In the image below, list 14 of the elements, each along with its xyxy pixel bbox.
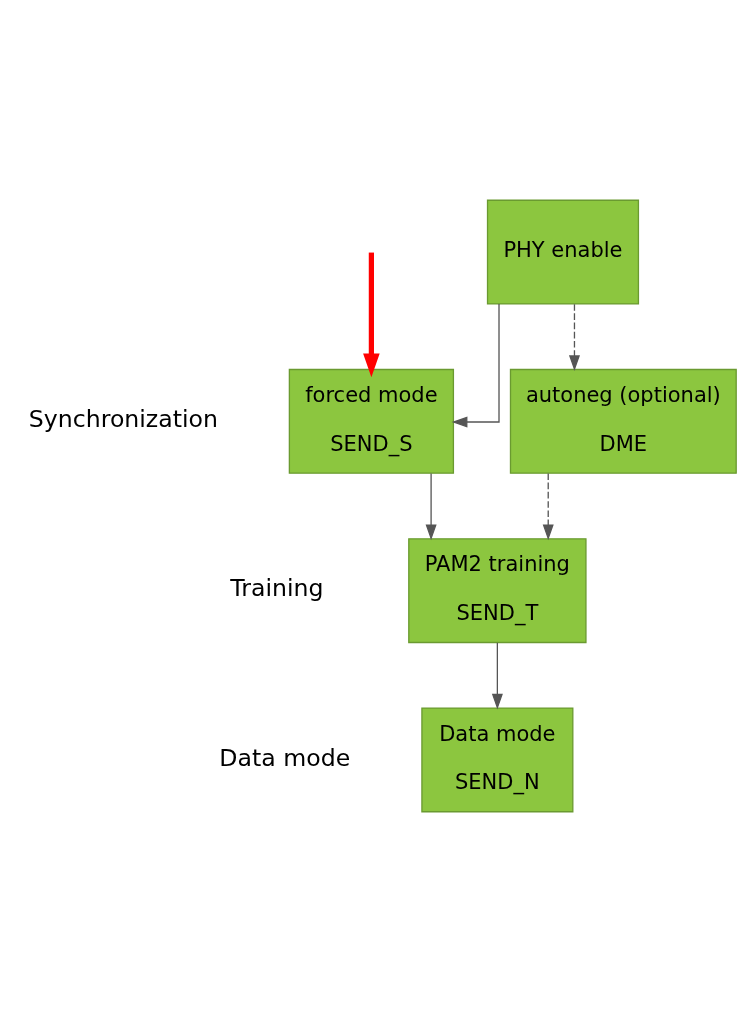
arrow [451,302,500,428]
arrow [363,252,380,377]
arrow [542,472,554,540]
label: Data mode [219,743,351,772]
node-box: autoneg (optional) DME [509,368,737,474]
arrow [425,472,437,540]
arrow [491,641,503,710]
node-box: Data mode SEND_N [421,706,574,812]
arrow [568,303,580,371]
node-box: PHY enable [486,199,640,305]
label: Synchronization [28,404,218,433]
node-box: forced mode SEND_S [288,368,455,474]
node-box: PAM2 training SEND_T [408,537,587,643]
label: Training [230,573,324,602]
